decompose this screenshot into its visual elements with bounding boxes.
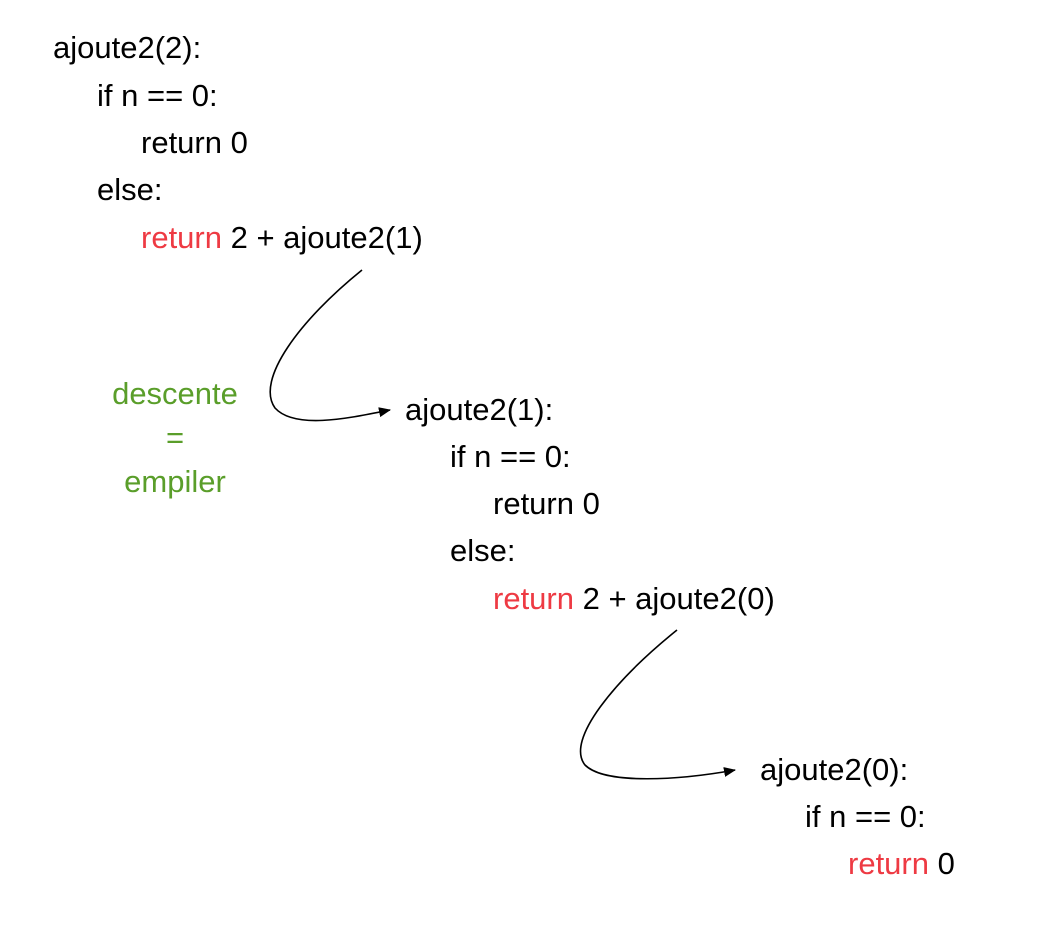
return-keyword: return <box>493 581 574 616</box>
annotation-descente-empiler: descente = empiler <box>95 372 255 504</box>
recursive-return: return 2 + ajoute2(1) <box>141 220 423 256</box>
recursive-return: return 2 + ajoute2(0) <box>493 581 775 617</box>
return-expression: 2 + ajoute2(0) <box>582 581 775 616</box>
annotation-line: descente <box>112 376 238 411</box>
else-line: else: <box>97 172 163 207</box>
annotation-line: empiler <box>124 464 226 499</box>
if-condition: if n == 0: <box>97 78 218 113</box>
function-header: ajoute2(2): <box>53 30 202 65</box>
return-expression: 0 <box>937 846 955 881</box>
base-return: return 0 <box>848 846 955 882</box>
function-header: ajoute2(1): <box>405 392 554 427</box>
call-arrow-2 <box>579 629 736 780</box>
if-condition: if n == 0: <box>450 439 571 474</box>
if-condition: if n == 0: <box>805 799 926 834</box>
base-return: return 0 <box>141 125 248 160</box>
return-keyword: return <box>141 220 222 255</box>
return-keyword: return <box>848 846 929 881</box>
function-header: ajoute2(0): <box>760 752 909 787</box>
base-return: return 0 <box>493 486 600 521</box>
return-expression: 2 + ajoute2(1) <box>230 220 423 255</box>
else-line: else: <box>450 533 516 568</box>
call-arrow-1 <box>269 269 391 422</box>
annotation-line: = <box>165 420 185 455</box>
